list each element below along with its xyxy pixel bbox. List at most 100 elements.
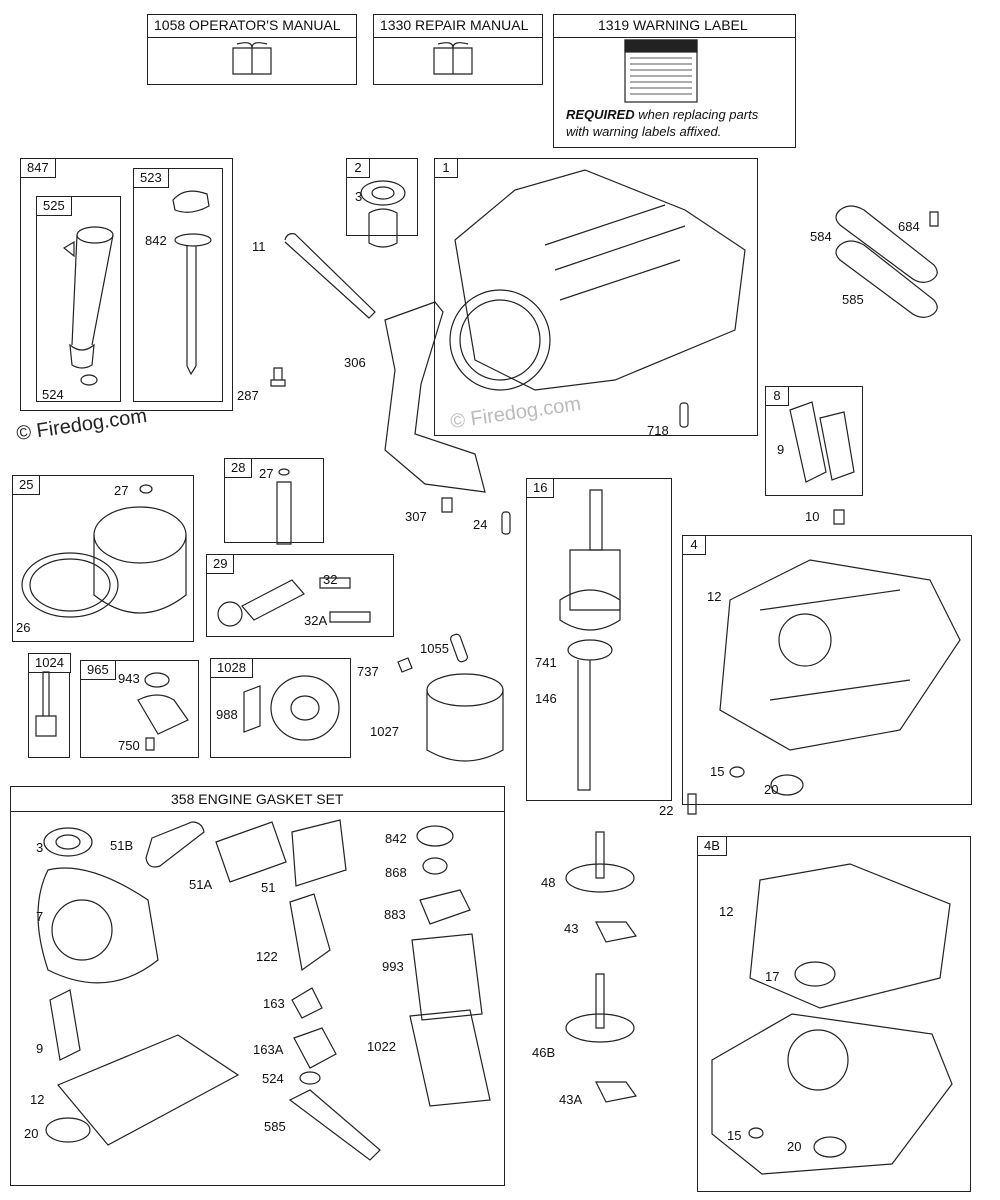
pin-icon — [450, 633, 468, 663]
group-2[interactable]: 2 — [346, 158, 418, 236]
group-16[interactable]: 16 — [526, 478, 672, 801]
label-22: 22 — [659, 803, 674, 818]
group-25[interactable]: 25 — [12, 475, 194, 642]
divider — [374, 37, 542, 38]
required-note-line2: with warning labels affixed. — [566, 124, 722, 139]
gasket-icon — [835, 205, 938, 283]
operators-manual-box[interactable]: 1058 OPERATOR'S MANUAL — [147, 14, 357, 85]
divider — [148, 37, 356, 38]
group-28-tag: 28 — [224, 458, 253, 478]
label-20: 20 — [787, 1139, 802, 1154]
label-524: 524 — [262, 1071, 284, 1086]
label-163A: 163A — [253, 1042, 284, 1057]
label-12: 12 — [719, 904, 734, 919]
gasket-set-title: 358 ENGINE GASKET SET — [171, 791, 344, 807]
group-4B-tag: 4B — [697, 836, 727, 856]
group-28[interactable]: 28 — [224, 458, 324, 543]
label-307: 307 — [405, 509, 427, 524]
label-43A: 43A — [559, 1092, 583, 1107]
group-525[interactable]: 525 — [36, 196, 121, 402]
label-27: 27 — [259, 466, 274, 481]
screw-icon — [270, 367, 286, 387]
label-51: 51 — [261, 880, 276, 895]
tube-icon — [284, 233, 376, 319]
label-287: 287 — [237, 388, 259, 403]
divider — [11, 811, 504, 812]
group-8-tag: 8 — [765, 386, 789, 406]
group-8[interactable]: 8 — [765, 386, 863, 496]
oil-filter-icon — [426, 673, 504, 762]
label-524: 524 — [42, 387, 64, 402]
label-11: 11 — [252, 239, 266, 254]
label-10: 10 — [805, 509, 820, 524]
label-163: 163 — [263, 996, 285, 1011]
label-12: 12 — [707, 589, 722, 604]
label-3: 3 — [355, 189, 363, 204]
required-bold: REQUIRED — [566, 107, 635, 122]
required-note: REQUIRED when replacing parts — [566, 107, 758, 123]
label-584: 584 — [810, 229, 832, 244]
group-847-tag: 847 — [20, 158, 56, 178]
label-24: 24 — [473, 517, 488, 532]
required-rest: when replacing parts — [634, 107, 759, 122]
label-1022: 1022 — [367, 1039, 396, 1054]
group-29[interactable]: 29 — [206, 554, 394, 637]
group-358-gasket-set[interactable]: 358 ENGINE GASKET SET — [10, 786, 505, 1186]
group-1[interactable]: 1 — [434, 158, 758, 436]
label-741: 741 — [535, 655, 557, 670]
group-16-tag: 16 — [526, 478, 555, 498]
label-1055: 1055 — [420, 641, 449, 656]
label-737: 737 — [357, 664, 379, 679]
label-993: 993 — [382, 959, 404, 974]
label-32: 32 — [323, 572, 338, 587]
label-17: 17 — [765, 969, 780, 984]
group-4-tag: 4 — [682, 535, 706, 555]
label-988: 988 — [216, 707, 238, 722]
group-1024[interactable]: 1024 — [28, 653, 71, 758]
label-750: 750 — [118, 738, 140, 753]
label-9: 9 — [777, 442, 785, 457]
cam-gear-icon — [565, 831, 638, 1103]
label-122: 122 — [256, 949, 278, 964]
label-20: 20 — [24, 1126, 39, 1141]
watermark: © Firedog.com — [15, 404, 149, 446]
label-146: 146 — [535, 691, 557, 706]
group-965-tag: 965 — [80, 660, 116, 680]
label-1027: 1027 — [370, 724, 399, 739]
label-46B: 46B — [532, 1045, 556, 1060]
label-7: 7 — [36, 909, 44, 924]
warning-label-title: 1319 WARNING LABEL — [598, 17, 748, 33]
label-48: 48 — [541, 875, 556, 890]
label-883: 883 — [384, 907, 406, 922]
group-1024-tag: 1024 — [28, 653, 71, 673]
label-51A: 51A — [189, 877, 213, 892]
group-523[interactable]: 523 — [133, 168, 223, 402]
label-684: 684 — [898, 219, 920, 234]
label-585: 585 — [264, 1119, 286, 1134]
group-523-tag: 523 — [133, 168, 169, 188]
label-32A: 32A — [304, 613, 328, 628]
repair-manual-title: 1330 REPAIR MANUAL — [380, 17, 529, 33]
group-25-tag: 25 — [12, 475, 41, 495]
label-27: 27 — [114, 483, 129, 498]
warning-label-box[interactable]: 1319 WARNING LABEL REQUIRED when replaci… — [553, 14, 796, 148]
group-4[interactable]: 4 — [682, 535, 972, 805]
screw-icon — [441, 497, 453, 513]
group-29-tag: 29 — [206, 554, 235, 574]
label-943: 943 — [118, 671, 140, 686]
fitting-icon — [397, 657, 413, 673]
label-9: 9 — [36, 1041, 44, 1056]
label-15: 15 — [710, 764, 725, 779]
group-1-tag: 1 — [434, 158, 458, 178]
label-868: 868 — [385, 865, 407, 880]
repair-manual-box[interactable]: 1330 REPAIR MANUAL — [373, 14, 543, 85]
label-43: 43 — [564, 921, 579, 936]
label-842: 842 — [385, 831, 407, 846]
operators-manual-title: 1058 OPERATOR'S MANUAL — [154, 17, 341, 33]
label-585: 585 — [842, 292, 864, 307]
label-12: 12 — [30, 1092, 45, 1107]
label-718: 718 — [647, 423, 669, 438]
label-15: 15 — [727, 1128, 742, 1143]
group-1028-tag: 1028 — [210, 658, 253, 678]
label-3: 3 — [36, 840, 44, 855]
